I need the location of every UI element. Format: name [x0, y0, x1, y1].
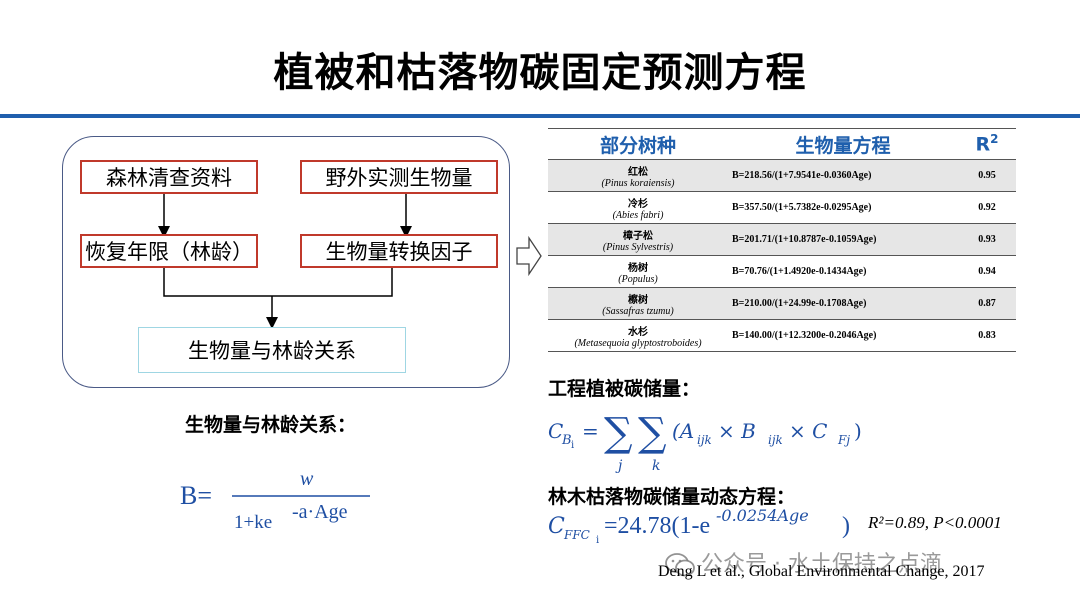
table-row: 冷杉(Abies fabri)B=357.50/(1+5.7382e-0.029… [548, 191, 1016, 224]
r2-value: 0.87 [958, 287, 1016, 320]
formula-FFC-rhs: =24.78(1-e [604, 513, 710, 539]
box-biomass-age-relationship: 生物量与林龄关系 [138, 327, 406, 373]
box-forest-inventory: 森林清查资料 [80, 160, 258, 194]
formula-C-lhs-sub: B [561, 433, 572, 448]
species-chinese-name: 红松 [628, 166, 648, 178]
formula-C-c-sub: Fj [837, 433, 850, 447]
title-divider [0, 114, 1080, 118]
box-field-biomass: 野外实测生物量 [300, 160, 498, 194]
formula-C-body: (A [672, 419, 694, 443]
table-row: 樟子松(Pinus Sylvestris)B=201.71/(1+10.8787… [548, 223, 1016, 256]
species-chinese-name: 冷杉 [628, 198, 648, 210]
species-chinese-name: 樟子松 [623, 230, 653, 242]
biomass-equation: B=140.00/(1+12.3200e-0.2046Age) [728, 319, 958, 352]
species-cell: 檫树(Sassafras tzumu) [548, 287, 728, 320]
biomass-equation: B=357.50/(1+5.7382e-0.0295Age) [728, 191, 958, 224]
biomass-equation: B=210.00/(1+24.99e-0.1708Age) [728, 287, 958, 320]
wechat-icon [665, 553, 695, 577]
flow-diagram-panel [62, 136, 510, 388]
sum-symbol-j: ∑ [604, 410, 633, 456]
formula-B-exponent: -a·Age [292, 501, 348, 523]
formula-C-sum2-index: k [652, 458, 660, 474]
citation: Deng L et al., Global Environmental Chan… [658, 563, 985, 580]
formula-C-times1: × B [718, 419, 756, 443]
col-header-r2: R2 [958, 128, 1016, 160]
species-chinese-name: 水杉 [628, 326, 648, 338]
formula-FFC-lhs-subsub: i [596, 535, 599, 546]
species-cell: 红松(Pinus koraiensis) [548, 159, 728, 192]
arrow-right-icon [516, 236, 542, 276]
table-row: 杨树(Populus)B=70.76/(1+1.4920e-0.1434Age)… [548, 255, 1016, 288]
formula-C-lhs: C [548, 419, 563, 443]
r2-value: 0.94 [958, 255, 1016, 288]
table-row: 红松(Pinus koraiensis)B=218.56/(1+7.9541e-… [548, 159, 1016, 192]
species-latin-name: (Sassafras tzumu) [602, 305, 674, 317]
dynamic-equation-label: 林木枯落物碳储量动态方程： [548, 486, 796, 508]
formula-FFC-lhs-sub: FFC [563, 528, 590, 542]
merge-connector [163, 268, 393, 297]
species-latin-name: (Abies fabri) [612, 209, 664, 221]
biomass-equation: B=218.56/(1+7.9541e-0.0360Age) [728, 159, 958, 192]
col-header-species: 部分树种 [548, 128, 728, 160]
species-cell: 杨树(Populus) [548, 255, 728, 288]
table-row: 水杉(Metasequoia glyptostroboides)B=140.00… [548, 319, 1016, 352]
biomass-equation: B=70.76/(1+1.4920e-0.1434Age) [728, 255, 958, 288]
species-latin-name: (Pinus koraiensis) [601, 177, 675, 189]
species-latin-name: (Pinus Sylvestris) [602, 241, 674, 253]
formula-C-sum1-index: j [615, 458, 623, 474]
species-chinese-name: 檫树 [628, 294, 648, 306]
page-title: 植被和枯落物碳固定预测方程 [273, 50, 807, 96]
formula-FFC-exponent: -0.0254Age [716, 506, 809, 525]
formula-litter-dynamic: C FFC i =24.78(1-e -0.0254Age ) [548, 506, 850, 546]
formula-engineering-carbon: C B i = ∑ j ∑ k (A ijk × B ijk × C Fj ) [548, 410, 862, 474]
species-latin-name: (Populus) [618, 273, 658, 285]
species-latin-name: (Metasequoia glyptostroboides) [574, 337, 702, 349]
biomass-equation-table: 部分树种 生物量方程 R2 红松(Pinus koraiensis)B=218.… [548, 128, 1016, 352]
formula-biomass-age: B= w 1+ke -a·Age [180, 468, 370, 533]
box-recovery-age: 恢复年限（林龄） [80, 234, 258, 268]
formula-C-b-sub: ijk [768, 433, 783, 447]
col-header-equation: 生物量方程 [728, 128, 958, 160]
r2-value: 0.83 [958, 319, 1016, 352]
formula-FFC-close: ) [842, 513, 850, 539]
r2-value: 0.95 [958, 159, 1016, 192]
formula-B-numerator: w [300, 468, 314, 490]
r2-value: 0.93 [958, 223, 1016, 256]
species-cell: 樟子松(Pinus Sylvestris) [548, 223, 728, 256]
r2-value: 0.92 [958, 191, 1016, 224]
species-chinese-name: 杨树 [628, 262, 648, 274]
formula-C-lhs-subsub: i [571, 440, 574, 451]
engineering-carbon-label: 工程植被碳储量： [548, 378, 701, 400]
sum-symbol-k: ∑ [638, 410, 667, 456]
relationship-label: 生物量与林龄关系： [185, 414, 357, 436]
formula-B-denominator: 1+ke [234, 512, 272, 533]
biomass-equation: B=201.71/(1+10.8787e-0.1059Age) [728, 223, 958, 256]
species-cell: 水杉(Metasequoia glyptostroboides) [548, 319, 728, 352]
table-row: 檫树(Sassafras tzumu)B=210.00/(1+24.99e-0.… [548, 287, 1016, 320]
formula-C-eq: = [582, 419, 599, 443]
formula-B-lhs: B= [180, 481, 212, 510]
watermark: 公众号 · 水土保持之点滴 [665, 546, 942, 578]
watermark-text: 公众号 · 水土保持之点滴 [701, 552, 942, 577]
species-cell: 冷杉(Abies fabri) [548, 191, 728, 224]
formula-C-a-sub: ijk [697, 433, 712, 447]
formula-C-close: ) [854, 419, 862, 443]
box-conversion-factor: 生物量转换因子 [300, 234, 498, 268]
formula-C-times2: × C [789, 419, 827, 443]
formula-FFC-lhs: C [548, 514, 565, 539]
model-statistics: R²=0.89, P<0.0001 [868, 513, 1002, 532]
